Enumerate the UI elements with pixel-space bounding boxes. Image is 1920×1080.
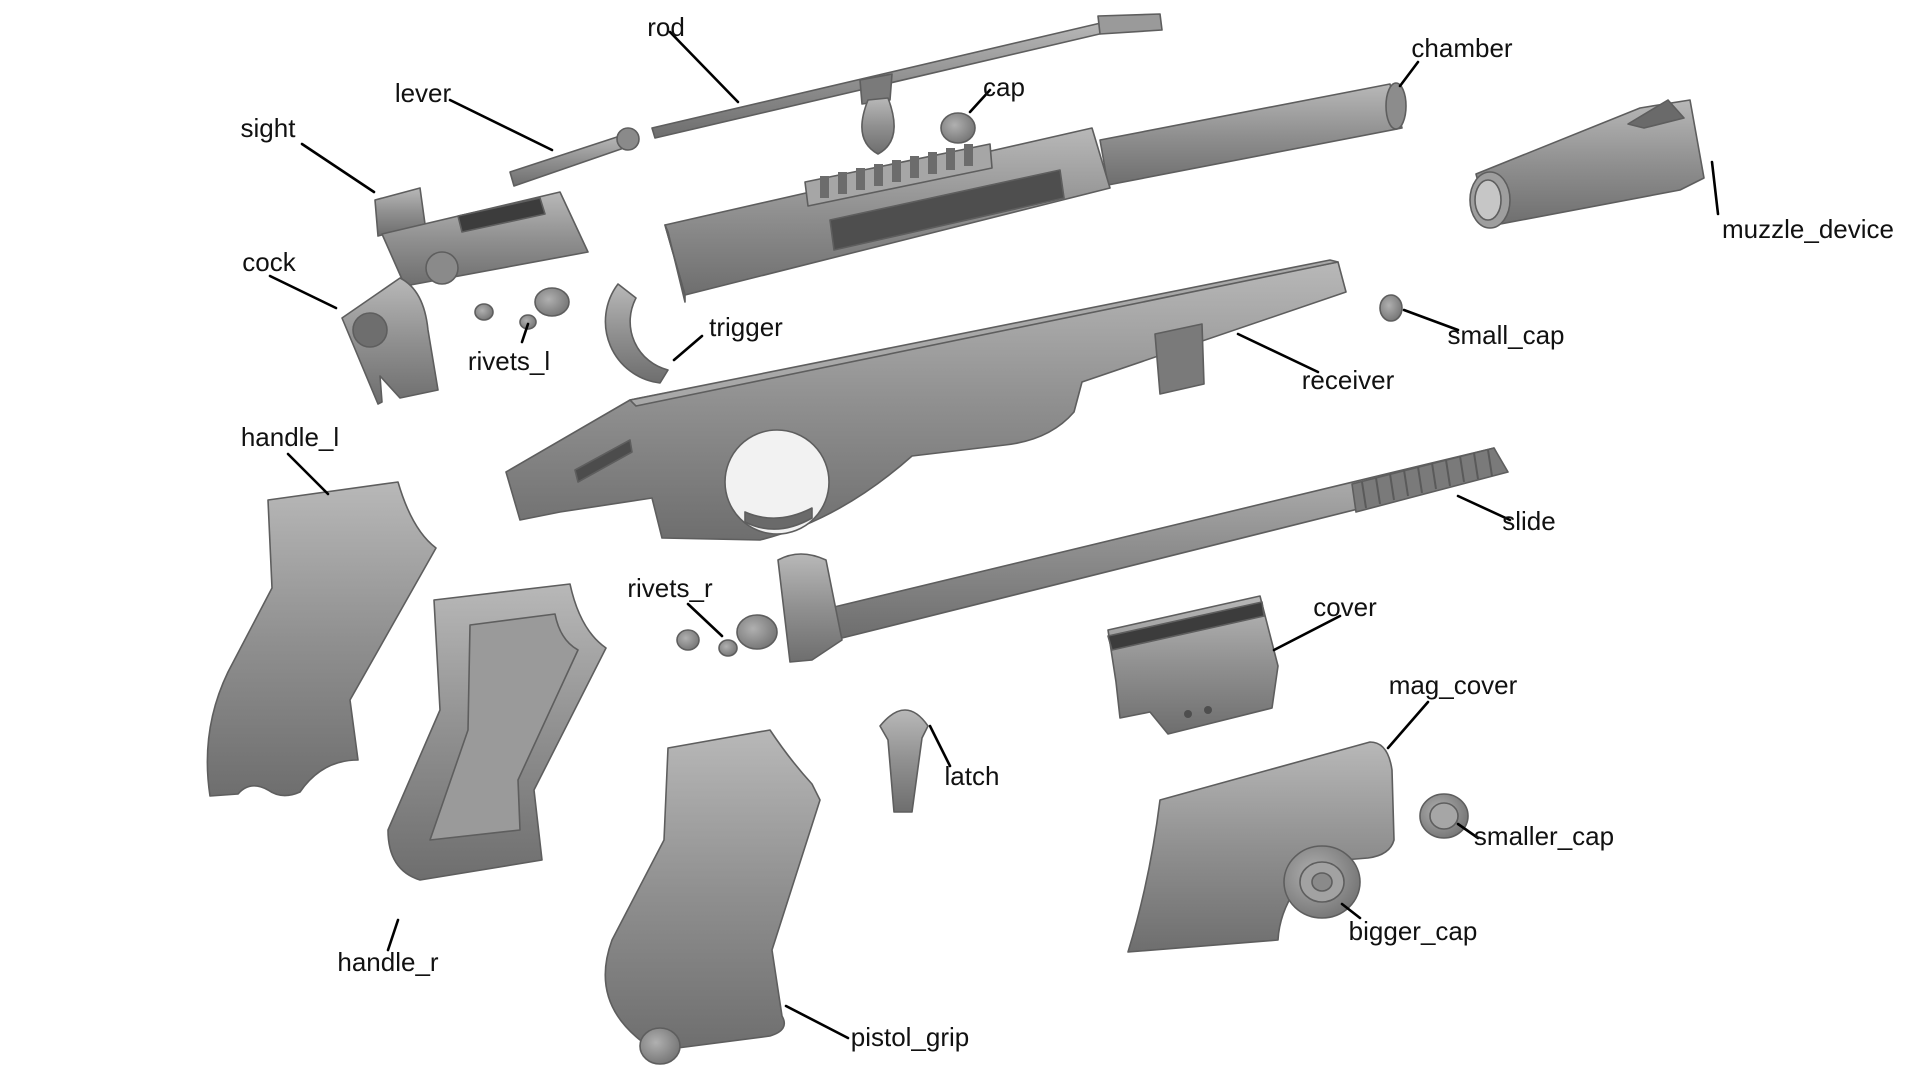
label-receiver: receiver [1302, 365, 1395, 395]
slide-part [777, 447, 1509, 663]
label-mag-cover: mag_cover [1389, 670, 1518, 700]
cap-part [940, 112, 976, 144]
label-cap: cap [983, 72, 1025, 102]
label-cover: cover [1313, 592, 1377, 622]
label-rivets-l: rivets_l [468, 346, 550, 376]
cock-part [341, 277, 439, 405]
trigger-part [604, 283, 669, 384]
label-handle-l: handle_l [241, 422, 339, 452]
handle-r-part [387, 583, 607, 881]
handle-l-part [206, 481, 437, 797]
label-lever: lever [395, 78, 452, 108]
rivets-r-part [676, 614, 778, 657]
label-chamber: chamber [1411, 33, 1512, 63]
cover-part [1107, 595, 1279, 735]
small-cap-part [1379, 294, 1403, 322]
label-smaller-cap: smaller_cap [1474, 821, 1614, 851]
label-cock: cock [242, 247, 296, 277]
part-labels: rod lever cap chamber sight muzzle_devic… [241, 12, 1894, 1052]
label-pistol-grip: pistol_grip [851, 1022, 970, 1052]
label-sight: sight [241, 113, 297, 143]
rivets-l-part [474, 287, 570, 330]
label-trigger: trigger [709, 312, 783, 342]
muzzle-device-part [1469, 99, 1705, 229]
label-handle-r: handle_r [337, 947, 439, 977]
label-rod: rod [647, 12, 685, 42]
label-muzzle-device: muzzle_device [1722, 214, 1894, 244]
label-latch: latch [945, 761, 1000, 791]
sight-part [374, 187, 589, 287]
label-rivets-r: rivets_r [627, 573, 713, 603]
label-slide: slide [1502, 506, 1555, 536]
receiver-part [505, 259, 1347, 541]
bigger-cap-part [1283, 845, 1361, 919]
label-bigger-cap: bigger_cap [1349, 916, 1478, 946]
leader-lines [268, 30, 1720, 1040]
rod-part [651, 13, 1163, 155]
label-small-cap: small_cap [1447, 320, 1564, 350]
lever-part [509, 127, 640, 187]
latch-part [879, 709, 929, 813]
smaller-cap-part [1419, 793, 1469, 839]
chamber-part [664, 82, 1407, 303]
pistol-grip-part [604, 729, 821, 1065]
